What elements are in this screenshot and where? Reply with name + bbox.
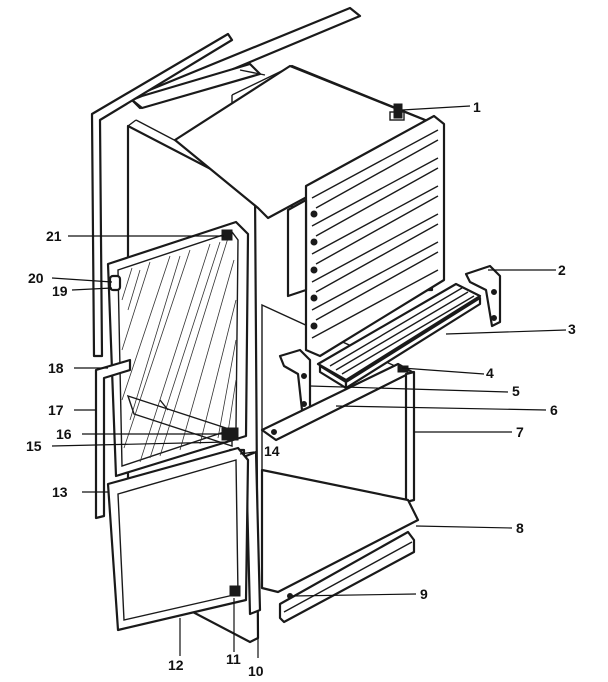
freezer-evaporator <box>286 114 446 358</box>
front-post-part-10 <box>244 450 262 616</box>
door-liner-inner <box>126 394 233 447</box>
callout-5: 5 <box>512 383 520 399</box>
callout-1: 1 <box>473 99 481 115</box>
callout-14: 14 <box>264 443 280 459</box>
bottom-hinge-part-11 <box>229 585 241 597</box>
lower-door-part-12 <box>106 446 250 632</box>
callout-12: 12 <box>168 657 184 673</box>
callout-3: 3 <box>568 321 576 337</box>
floor-panel-part-8 <box>260 468 420 594</box>
callout-20: 20 <box>28 270 44 286</box>
callout-21: 21 <box>46 228 62 244</box>
callout-4: 4 <box>486 365 494 381</box>
callout-19: 19 <box>52 283 68 299</box>
kick-strip-part-9 <box>278 530 416 624</box>
callout-17: 17 <box>48 402 64 418</box>
callout-13: 13 <box>52 484 68 500</box>
clip-part-1 <box>389 103 405 121</box>
callout-8: 8 <box>516 520 524 536</box>
callout-10: 10 <box>248 663 264 679</box>
door-frame-part-17 <box>94 358 132 520</box>
callout-15: 15 <box>26 438 42 454</box>
rear-upright-part-7 <box>404 370 416 504</box>
callout-9: 9 <box>420 586 428 602</box>
callout-6: 6 <box>550 402 558 418</box>
callout-2: 2 <box>558 262 566 278</box>
shelf-tray-part-3 <box>316 282 482 390</box>
bracket-part-5 <box>278 348 312 412</box>
upper-door-part-18 <box>106 220 250 478</box>
callout-7: 7 <box>516 424 524 440</box>
callout-11: 11 <box>226 651 241 667</box>
callout-16: 16 <box>56 426 72 442</box>
bracket-part-2 <box>464 264 502 328</box>
callout-18: 18 <box>48 360 64 376</box>
leader-lines <box>51 105 567 658</box>
handle-parts-19-20 <box>108 274 122 292</box>
left-gasket-strip <box>90 32 234 358</box>
callout-labels: 1 2 3 4 5 6 7 8 9 10 11 12 13 14 15 16 1… <box>26 99 576 679</box>
